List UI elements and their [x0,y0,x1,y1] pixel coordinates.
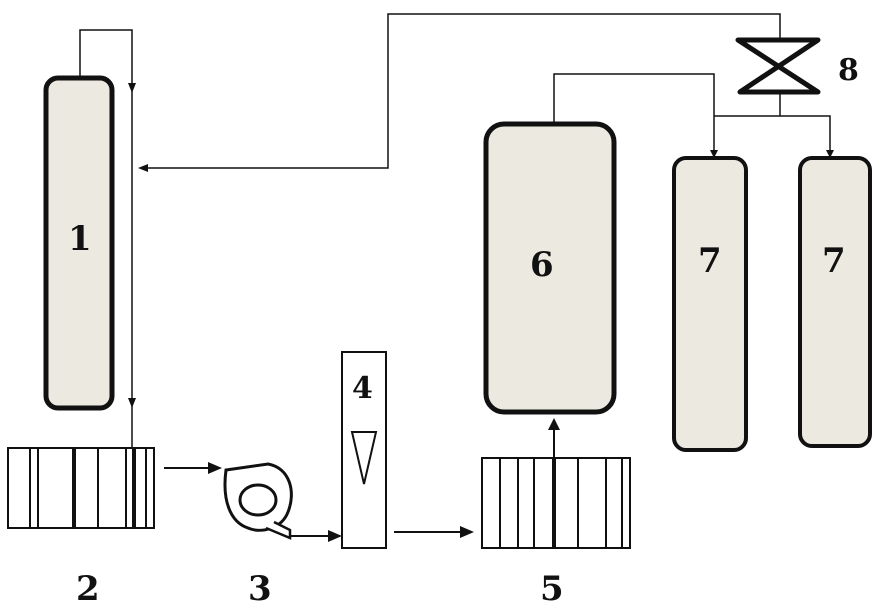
collection-tank-5-label: 5 [540,569,564,609]
valve-8-label: 8 [838,53,859,88]
valve-8-symbol [735,37,821,95]
column-top-loop [79,29,133,452]
pipe-to-7-right-line [714,115,831,150]
feed-tank-2: 2 [7,447,155,609]
column-recycle-pipe [79,29,136,452]
pipe-to-7-left-arrow [710,150,718,158]
vessel-7-left: 7 [672,156,748,452]
pipe-5-to-6-arrow [548,418,560,430]
flowmeter-4: 4 [341,351,387,549]
return-line [138,13,781,172]
pipe-6-to-7 [553,73,834,158]
pipe-6-top-line [553,73,715,150]
pump-3-impeller [238,483,278,517]
valve-8: 8 [735,37,859,95]
vessel-6: 6 [483,121,617,415]
collection-tank-5: 5 [481,457,631,609]
pipe-5-to-6 [548,418,560,458]
pump-3-outlet [265,520,292,540]
vessel-7-right-body [798,156,872,448]
flowmeter-4-float [350,431,378,485]
column-1-body [43,75,115,411]
vessel-7-left-body [672,156,748,452]
vessel-7-right-label: 7 [822,241,846,281]
vessel-7-right: 7 [798,156,872,448]
column-bottom-arrow [128,398,136,408]
feed-tank-2-label: 2 [76,569,100,609]
column-1-label: 1 [68,219,92,259]
vessel-6-body [483,121,617,415]
feed-tank-2-body [7,447,155,529]
return-line-pipe [146,13,781,169]
pipe-2-to-3 [164,462,222,474]
vessel-7-left-label: 7 [698,241,722,281]
pump-3-label: 3 [248,569,272,609]
column-top-arrow [128,83,136,93]
return-line-arrow [138,164,148,172]
pipe-3-to-4 [290,530,342,542]
pipe-4-to-5-arrow [460,526,474,538]
pipe-2-to-3-arrow [208,462,222,474]
pipe-3-to-4-arrow [328,530,342,542]
pipe-to-7-right-arrow [826,150,834,158]
vessel-6-label: 6 [530,245,554,285]
column-1: 1 [43,75,115,411]
pump-3: 3 [223,462,293,609]
flowmeter-4-label: 4 [352,371,373,406]
pipe-4-to-5 [394,526,474,538]
